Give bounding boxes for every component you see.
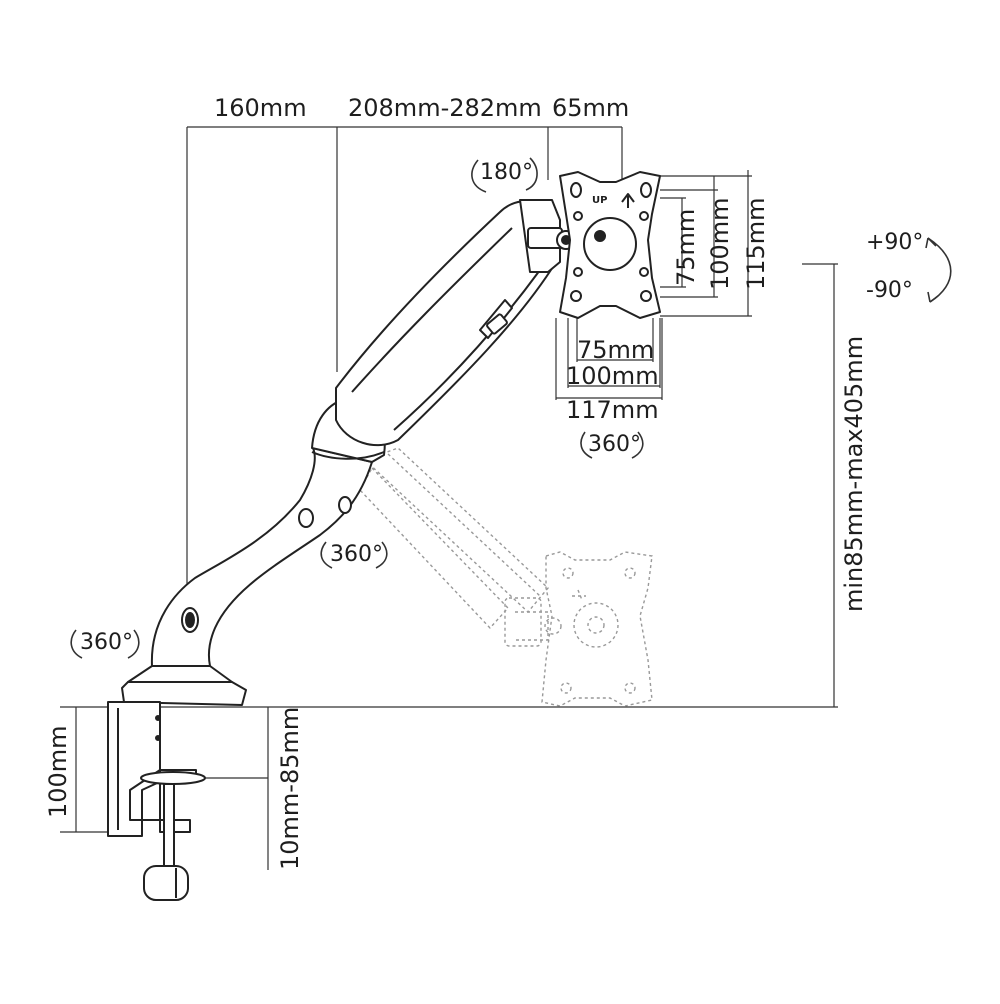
label-tilt-up: +90°: [866, 230, 924, 255]
label-clamp-height: 100mm: [44, 725, 72, 818]
label-height-range: min85mm-max405mm: [840, 335, 868, 612]
label-vesa-v-outer: 115mm: [742, 197, 770, 290]
label-vesa-h-outer: 117mm: [566, 396, 659, 424]
label-plate-rotation: 360°: [588, 432, 641, 457]
dimension-lines: [60, 126, 838, 870]
plate-hub: [583, 217, 637, 271]
desk-clamp: [107, 701, 206, 901]
label-head-offset: 65mm: [552, 94, 630, 122]
arc-360-base: [70, 629, 83, 659]
label-vesa-v-middle: 100mm: [706, 197, 734, 290]
label-base-swivel: 360°: [80, 630, 133, 655]
arc-tilt: [927, 237, 952, 303]
label-elbow-swivel: 360°: [330, 542, 383, 567]
label-tilt-down: -90°: [866, 278, 913, 303]
clamp-pressure-plate: [140, 771, 206, 785]
rotation-arrows: [70, 157, 952, 659]
label-desk-thickness: 10mm-85mm: [276, 706, 304, 870]
arc-180-head: [471, 159, 487, 193]
label-vesa-v-inner: 75mm: [672, 208, 700, 286]
label-arm-length: 208mm-282mm: [348, 94, 542, 122]
plate-hole-br: [640, 290, 652, 302]
monitor-arm: [121, 171, 661, 706]
label-head-pan: 180°: [480, 160, 533, 185]
plate-slot-tl: [570, 182, 582, 198]
label-vesa-h-middle: 100mm: [566, 362, 659, 390]
arc-360-elbow: [320, 541, 333, 569]
clamp-screw: [163, 783, 175, 869]
label-base-reach: 160mm: [214, 94, 307, 122]
up-arrow: [621, 193, 635, 208]
clamp-knob: [143, 865, 189, 901]
arc-360-plate: [580, 431, 593, 459]
lowered-arm-ghost: [359, 447, 653, 707]
plate-hole-bl: [570, 290, 582, 302]
label-vesa-h-inner: 75mm: [577, 336, 655, 364]
plate-slot-tr: [640, 182, 652, 198]
plate-up-marking: UP: [592, 195, 608, 206]
